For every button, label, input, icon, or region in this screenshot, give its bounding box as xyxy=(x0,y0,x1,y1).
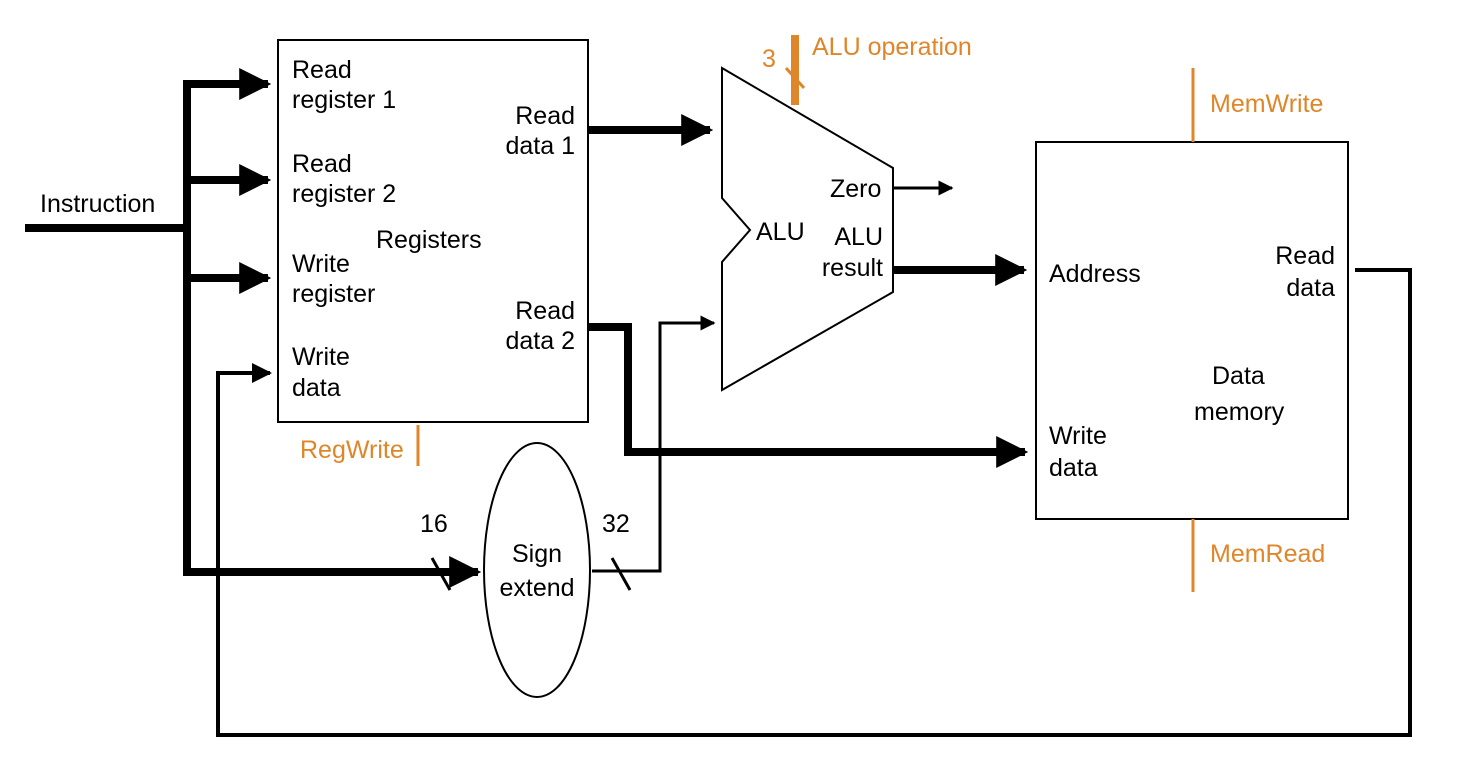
read-reg2-label-line2: register 2 xyxy=(292,180,396,208)
regwrite-control: RegWrite xyxy=(300,425,420,466)
read-data2-label-line2: data 2 xyxy=(505,327,575,355)
mem-read-data-label-line2: data xyxy=(1286,274,1335,302)
sign-extend-out-slash xyxy=(610,557,632,591)
write-reg-label-line2: register xyxy=(292,280,375,308)
data-memory-block: Address Write data Read data Data memory xyxy=(1035,141,1349,520)
alu-operation-width: 3 xyxy=(762,45,776,73)
wire-writeback xyxy=(216,268,1412,737)
wires xyxy=(25,68,1412,737)
sign-extend-in-slash xyxy=(430,557,452,591)
alu-block: ALU Zero ALU result xyxy=(721,66,894,392)
alu-operation-slash xyxy=(784,66,806,90)
read-data2-label-line1: Read xyxy=(515,297,575,325)
wire-read-data2 xyxy=(588,323,1029,468)
registers-title: Registers xyxy=(376,226,482,254)
regwrite-label: RegWrite xyxy=(300,436,404,464)
reg-write-data-label-line2: data xyxy=(292,374,341,402)
sign-extend-out-width: 32 xyxy=(602,510,630,538)
alu-result-label-line1: ALU xyxy=(834,223,883,251)
sign-extend-title-line2: extend xyxy=(499,574,574,602)
sign-extend-ellipse xyxy=(483,442,591,698)
write-reg-label-line1: Write xyxy=(292,250,350,278)
data-memory-title-line1: Data xyxy=(1212,362,1265,390)
registers-box xyxy=(277,39,589,423)
mem-write-data-label-line1: Write xyxy=(1049,422,1107,450)
wire-sign-extend-out xyxy=(592,315,716,573)
mem-read-data-label-line1: Read xyxy=(1275,242,1335,270)
read-data1-label-line2: data 1 xyxy=(505,132,575,160)
alu-operation-control: 3 ALU operation xyxy=(762,33,972,105)
reg-write-data-label-line1: Write xyxy=(292,343,350,371)
sign-extend-in-width: 16 xyxy=(420,510,448,538)
sign-extend-title-line1: Sign xyxy=(512,540,562,568)
registers-block: Read register 1 Read register 2 Write re… xyxy=(277,39,589,423)
read-data1-label-line1: Read xyxy=(515,102,575,130)
alu-title: ALU xyxy=(756,218,805,246)
sign-extend-block: Sign extend 16 32 xyxy=(420,442,632,698)
read-reg1-label-line1: Read xyxy=(292,56,352,84)
mem-address-label: Address xyxy=(1049,260,1141,288)
instruction-label: Instruction xyxy=(40,190,155,218)
alu-operation-label: ALU operation xyxy=(812,33,972,61)
alu-zero-label: Zero xyxy=(830,175,881,203)
read-reg2-label-line1: Read xyxy=(292,150,352,178)
data-memory-title-line2: memory xyxy=(1194,398,1285,426)
mem-write-data-label-line2: data xyxy=(1049,454,1098,482)
read-reg1-label-line2: register 1 xyxy=(292,86,396,114)
memread-label: MemRead xyxy=(1210,540,1325,568)
memwrite-label: MemWrite xyxy=(1210,90,1323,118)
memread-control: MemRead xyxy=(1191,519,1325,592)
alu-shape xyxy=(721,66,894,392)
alu-result-label-line2: result xyxy=(822,254,883,282)
memwrite-control: MemWrite xyxy=(1191,68,1323,142)
